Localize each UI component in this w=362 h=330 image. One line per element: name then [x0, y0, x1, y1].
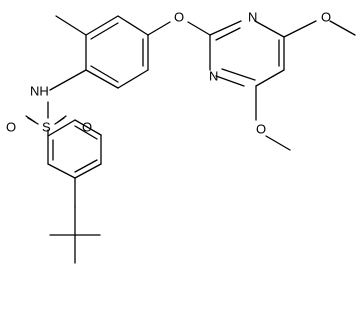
atom-label-o-methoxy-top: O — [321, 10, 331, 25]
bond-line — [85, 15, 119, 36]
bond-line — [74, 125, 98, 140]
bond-line — [329, 20, 356, 36]
bond-line — [27, 117, 39, 125]
bond-line — [47, 163, 76, 179]
bond-line — [221, 68, 256, 81]
bond-line — [74, 163, 102, 179]
bond-line — [187, 21, 211, 36]
atom-label-o-methoxy-bottom: O — [256, 122, 266, 137]
bond-line — [47, 119, 76, 137]
bond-line — [215, 75, 245, 87]
atom-label-o-sulfonyl-left: O — [6, 120, 16, 135]
bond-lines — [25, 15, 356, 264]
bond-line — [85, 69, 119, 89]
atom-label-n-ring-top: N — [248, 10, 257, 25]
bond-line — [74, 159, 98, 173]
bond-line — [209, 20, 242, 36]
bond-line — [117, 69, 149, 89]
bond-line — [49, 69, 87, 91]
bond-line — [90, 22, 119, 40]
bond-line — [283, 20, 317, 38]
bond-line — [147, 21, 171, 36]
bond-line — [117, 15, 149, 36]
bond-line — [255, 69, 285, 87]
bond-line — [55, 15, 87, 36]
bond-line — [265, 135, 291, 151]
atom-label-n-ring-bottom: N — [209, 69, 218, 84]
bond-line — [90, 65, 119, 83]
bond-line — [215, 27, 241, 41]
bond-line — [54, 117, 65, 125]
atom-label-o-sulfonyl-right: O — [82, 120, 92, 135]
atom-label-o-ether: O — [174, 10, 184, 25]
bond-line — [254, 20, 285, 38]
atom-label-s: S — [42, 120, 51, 135]
atom-label-nh: NH — [30, 84, 49, 99]
bond-line — [74, 119, 102, 136]
